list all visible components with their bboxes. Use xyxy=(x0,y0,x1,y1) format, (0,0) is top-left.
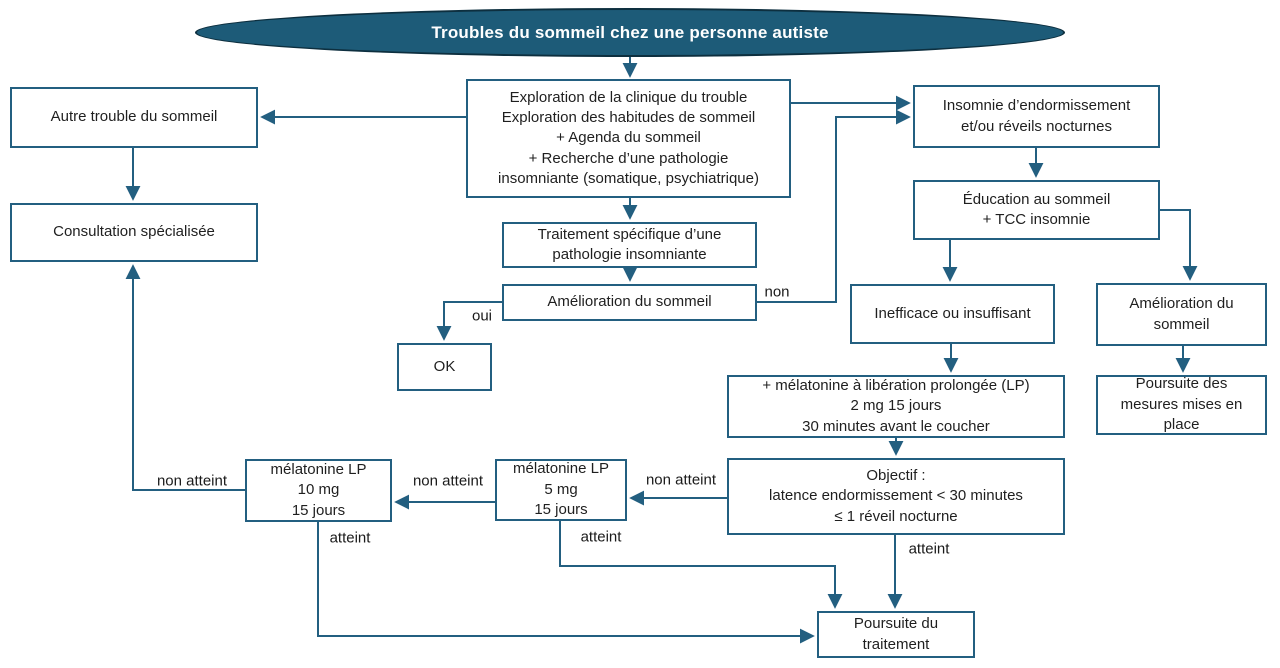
node-education-sommeil-tcc: Éducation au sommeil + TCC insomnie xyxy=(913,180,1160,240)
node-traitement-specifique: Traitement spécifique d’une pathologie i… xyxy=(502,222,757,268)
node-amelioration-sommeil-droite: Amélioration du sommeil xyxy=(1096,283,1267,346)
edge-label-non-atteint-mid: non atteint xyxy=(412,472,484,490)
node-exploration-clinique: Exploration de la clinique du trouble Ex… xyxy=(466,79,791,198)
diagram-title: Troubles du sommeil chez une personne au… xyxy=(431,22,829,42)
edge-label-non: non xyxy=(764,283,790,301)
node-melatonine-lp-10mg: mélatonine LP 10 mg 15 jours xyxy=(245,459,392,522)
title-ellipse: Troubles du sommeil chez une personne au… xyxy=(195,8,1065,57)
node-melatonine-lp-2mg: + mélatonine à libération prolongée (LP)… xyxy=(727,375,1065,438)
node-inefficace-insuffisant: Inefficace ou insuffisant xyxy=(850,284,1055,344)
node-objectif-latence: Objectif : latence endormissement < 30 m… xyxy=(727,458,1065,535)
node-poursuite-traitement: Poursuite du traitement xyxy=(817,611,975,658)
edge-melatonine5-atteint-to-poursuite xyxy=(559,521,843,609)
node-poursuite-mesures: Poursuite des mesures mises en place xyxy=(1096,375,1267,435)
node-insomnie-endormissement: Insomnie d’endormissement et/ou réveils … xyxy=(913,85,1160,148)
edge-melatonine10-atteint-to-poursuite xyxy=(317,522,815,644)
edge-amelioration-oui-to-ok xyxy=(436,301,502,341)
edge-label-non-atteint-right: non atteint xyxy=(645,471,717,489)
edge-label-atteint-objectif: atteint xyxy=(908,540,950,558)
edge-label-atteint-10mg: atteint xyxy=(329,529,371,547)
edge-label-oui: oui xyxy=(471,307,493,325)
edge-education-to-amelioration-droite xyxy=(1160,209,1198,281)
node-autre-trouble-sommeil: Autre trouble du sommeil xyxy=(10,87,258,148)
edge-melatonine10-to-consultation xyxy=(125,264,245,491)
edge-label-non-atteint-left: non atteint xyxy=(156,472,228,490)
node-amelioration-sommeil-centre: Amélioration du sommeil xyxy=(502,284,757,321)
node-melatonine-lp-5mg: mélatonine LP 5 mg 15 jours xyxy=(495,459,627,521)
node-consultation-specialisee: Consultation spécialisée xyxy=(10,203,258,262)
node-ok: OK xyxy=(397,343,492,391)
edge-amelioration-non-to-insomnie xyxy=(757,109,911,303)
edge-label-atteint-5mg: atteint xyxy=(580,528,622,546)
